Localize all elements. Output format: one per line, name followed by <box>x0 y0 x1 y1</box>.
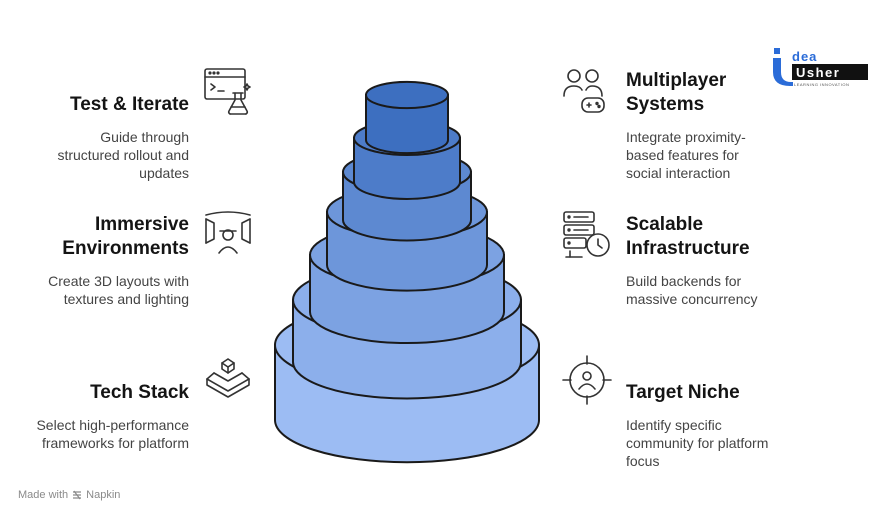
step-title: Tech Stack <box>90 382 189 403</box>
step-immersive-environments: Immersive Environments Create 3D layouts… <box>48 213 189 308</box>
step-title: Scalable Infrastructure <box>626 214 750 259</box>
step-description: Identify specific community for platform… <box>626 417 769 469</box>
step-title: Multiplayer Systems <box>626 70 727 115</box>
step-description: Integrate proximity- based features for … <box>626 129 746 181</box>
step-description: Build backends for massive concurrency <box>626 273 758 307</box>
brand-tagline: LEARNING INNOVATION <box>794 82 849 87</box>
brand-line2: Usher <box>796 65 840 80</box>
step-tech-stack: Tech Stack Select high-performance frame… <box>36 381 189 452</box>
step-description: Create 3D layouts with textures and ligh… <box>48 273 189 307</box>
step-scalable-infrastructure: Scalable Infrastructure Build backends f… <box>626 213 758 308</box>
brand-logo: dea Usher LEARNING INNOVATION <box>770 46 870 88</box>
browser-flask-icon <box>204 68 251 115</box>
tier-side <box>365 94 449 155</box>
tier-top <box>365 80 449 110</box>
step-description: Select high-performance frameworks for p… <box>36 417 189 451</box>
made-with-napkin-footer: Made with Napkin <box>18 489 120 501</box>
step-target-niche: Target Niche Identify specific community… <box>626 381 768 470</box>
brand-mark-icon: dea Usher LEARNING INNOVATION <box>773 48 868 87</box>
step-description: Guide through structured rollout and upd… <box>57 129 189 181</box>
footer-made-with: Made with <box>18 489 69 501</box>
step-multiplayer-systems: Multiplayer Systems Integrate proximity-… <box>626 69 746 182</box>
napkin-logo-icon <box>73 490 82 500</box>
step-title: Test & Iterate <box>70 94 189 115</box>
footer-app-name: Napkin <box>86 489 121 501</box>
users-gamepad-icon <box>563 69 605 113</box>
brand-line1: dea <box>792 49 817 64</box>
server-clock-icon <box>563 211 610 258</box>
cylinder-tier-7 <box>365 80 449 155</box>
vr-person-icon <box>205 211 251 254</box>
target-person-icon <box>562 355 612 405</box>
step-test-iterate: Test & Iterate Guide through structured … <box>57 93 189 182</box>
step-title: Immersive Environments <box>62 214 189 259</box>
layers-cube-icon <box>206 358 250 398</box>
step-title: Target Niche <box>626 382 740 403</box>
